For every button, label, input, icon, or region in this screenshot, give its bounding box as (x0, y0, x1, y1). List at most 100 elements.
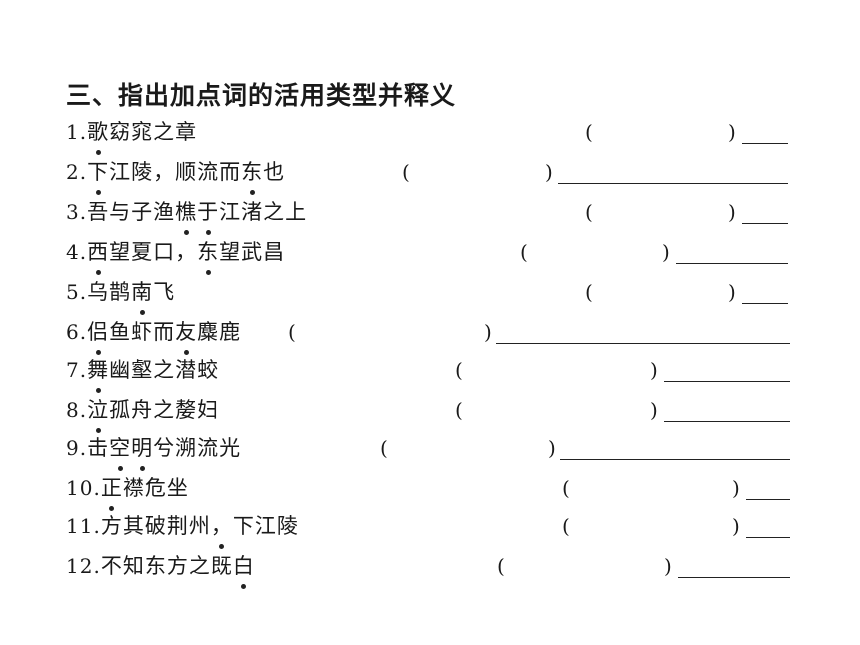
question-text: 4.西望夏口，东望武昌 (66, 238, 285, 275)
question-number: 5. (66, 280, 88, 304)
type-answer-blank[interactable] (595, 200, 724, 224)
question-row: 9.击空明兮溯流光() (0, 434, 860, 471)
meaning-answer-line[interactable] (496, 343, 790, 344)
type-paren-close: ) (484, 320, 492, 344)
question-text: 2.下江陵，顺流而东也 (66, 158, 286, 195)
char: 下 (232, 514, 255, 538)
emphasized-char: 明 (131, 436, 154, 471)
char: 望 (219, 240, 242, 264)
question-row: 10.正襟危坐() (0, 474, 860, 511)
emphasized-char: 下 (87, 160, 110, 195)
question-sentence: 歌窈窕之章 (87, 120, 198, 155)
char: 不 (100, 554, 123, 578)
type-paren-open: ( (585, 280, 593, 304)
char: 其 (122, 514, 145, 538)
question-sentence: 不知东方之既白 (100, 554, 255, 589)
char: 方 (100, 514, 123, 538)
char: 之 (153, 120, 176, 144)
char: 流 (197, 436, 220, 460)
meaning-answer-line[interactable] (560, 459, 790, 460)
char: 溯 (175, 436, 198, 460)
char: 光 (219, 436, 242, 460)
emphasized-char: 泣 (87, 398, 110, 433)
meaning-answer-line[interactable] (678, 577, 790, 578)
emphasized-char: ， (210, 514, 233, 549)
type-answer-blank[interactable] (595, 280, 724, 304)
char: 吾 (87, 200, 110, 224)
meaning-answer-line[interactable] (664, 381, 790, 382)
question-sentence: 正襟危坐 (101, 476, 189, 511)
type-answer-blank[interactable] (595, 120, 724, 144)
type-paren-open: ( (585, 120, 593, 144)
meaning-answer-line[interactable] (746, 537, 790, 538)
char: 望 (109, 240, 132, 264)
type-answer-blank[interactable] (298, 320, 480, 344)
type-answer-blank[interactable] (572, 514, 728, 538)
char: 子 (131, 200, 154, 224)
char: 州 (188, 514, 211, 538)
question-row: 7.舞幽壑之潜蛟() (0, 356, 860, 393)
emphasized-char: 西 (87, 240, 110, 275)
char: 武 (241, 240, 264, 264)
char: 章 (175, 120, 198, 144)
char: 坐 (166, 476, 189, 500)
question-sentence: 乌鹊南飞 (87, 280, 175, 315)
emphasized-char: 樵 (175, 200, 198, 235)
emphasized-char: 东 (241, 160, 264, 195)
meaning-answer-line[interactable] (742, 143, 788, 144)
type-paren-open: ( (288, 320, 296, 344)
char: 窕 (131, 120, 154, 144)
section-heading: 三、指出加点词的活用类型并释义 (66, 81, 457, 110)
question-row: 3.吾与子渔樵于江渚之上() (0, 198, 860, 235)
meaning-answer-line[interactable] (742, 303, 788, 304)
question-sentence: 方其破荆州，下江陵 (100, 514, 299, 549)
char: 夏 (131, 240, 154, 264)
meaning-answer-line[interactable] (558, 183, 788, 184)
type-paren-close: ) (728, 200, 736, 224)
question-sentence: 泣孤舟之嫠妇 (87, 398, 219, 433)
char: 襟 (122, 476, 145, 500)
char: 壑 (131, 358, 154, 382)
question-sentence: 西望夏口，东望武昌 (87, 240, 285, 275)
type-answer-blank[interactable] (530, 240, 658, 264)
question-text: 10.正襟危坐 (66, 474, 189, 511)
type-paren-open: ( (520, 240, 528, 264)
type-paren-close: ) (545, 160, 553, 184)
meaning-answer-line[interactable] (742, 223, 788, 224)
type-answer-blank[interactable] (412, 160, 541, 184)
meaning-answer-line[interactable] (676, 263, 788, 264)
type-answer-blank[interactable] (572, 476, 728, 500)
question-text: 11.方其破荆州，下江陵 (66, 512, 299, 549)
char: 江 (254, 514, 277, 538)
question-number: 4. (66, 240, 88, 264)
char: 鹿 (219, 320, 242, 344)
char: 顺 (175, 160, 198, 184)
type-paren-open: ( (562, 514, 570, 538)
char: 幽 (109, 358, 132, 382)
type-paren-open: ( (380, 436, 388, 460)
char: 虾 (131, 320, 154, 344)
type-answer-blank[interactable] (507, 554, 660, 578)
question-number: 12. (66, 554, 101, 578)
type-answer-blank[interactable] (465, 358, 646, 382)
char: 也 (263, 160, 286, 184)
char: ， (153, 160, 176, 184)
type-answer-blank[interactable] (390, 436, 544, 460)
question-sentence: 下江陵，顺流而东也 (87, 160, 286, 195)
meaning-answer-line[interactable] (664, 421, 790, 422)
type-answer-blank[interactable] (465, 398, 646, 422)
char: 与 (109, 200, 132, 224)
question-row: 4.西望夏口，东望武昌 () (0, 238, 860, 275)
char: 潜 (175, 358, 198, 382)
char: 之 (153, 358, 176, 382)
question-row: 8.泣孤舟之嫠妇() (0, 396, 860, 433)
char: 江 (109, 160, 132, 184)
char: 麋 (197, 320, 220, 344)
type-paren-close: ) (732, 514, 740, 538)
meaning-answer-line[interactable] (746, 499, 790, 500)
question-number: 3. (66, 200, 88, 224)
type-paren-close: ) (662, 240, 670, 264)
char: 鱼 (109, 320, 132, 344)
question-row: 6.侣鱼虾而友麋鹿() (0, 318, 860, 355)
question-text: 12.不知东方之既白 (66, 552, 255, 589)
